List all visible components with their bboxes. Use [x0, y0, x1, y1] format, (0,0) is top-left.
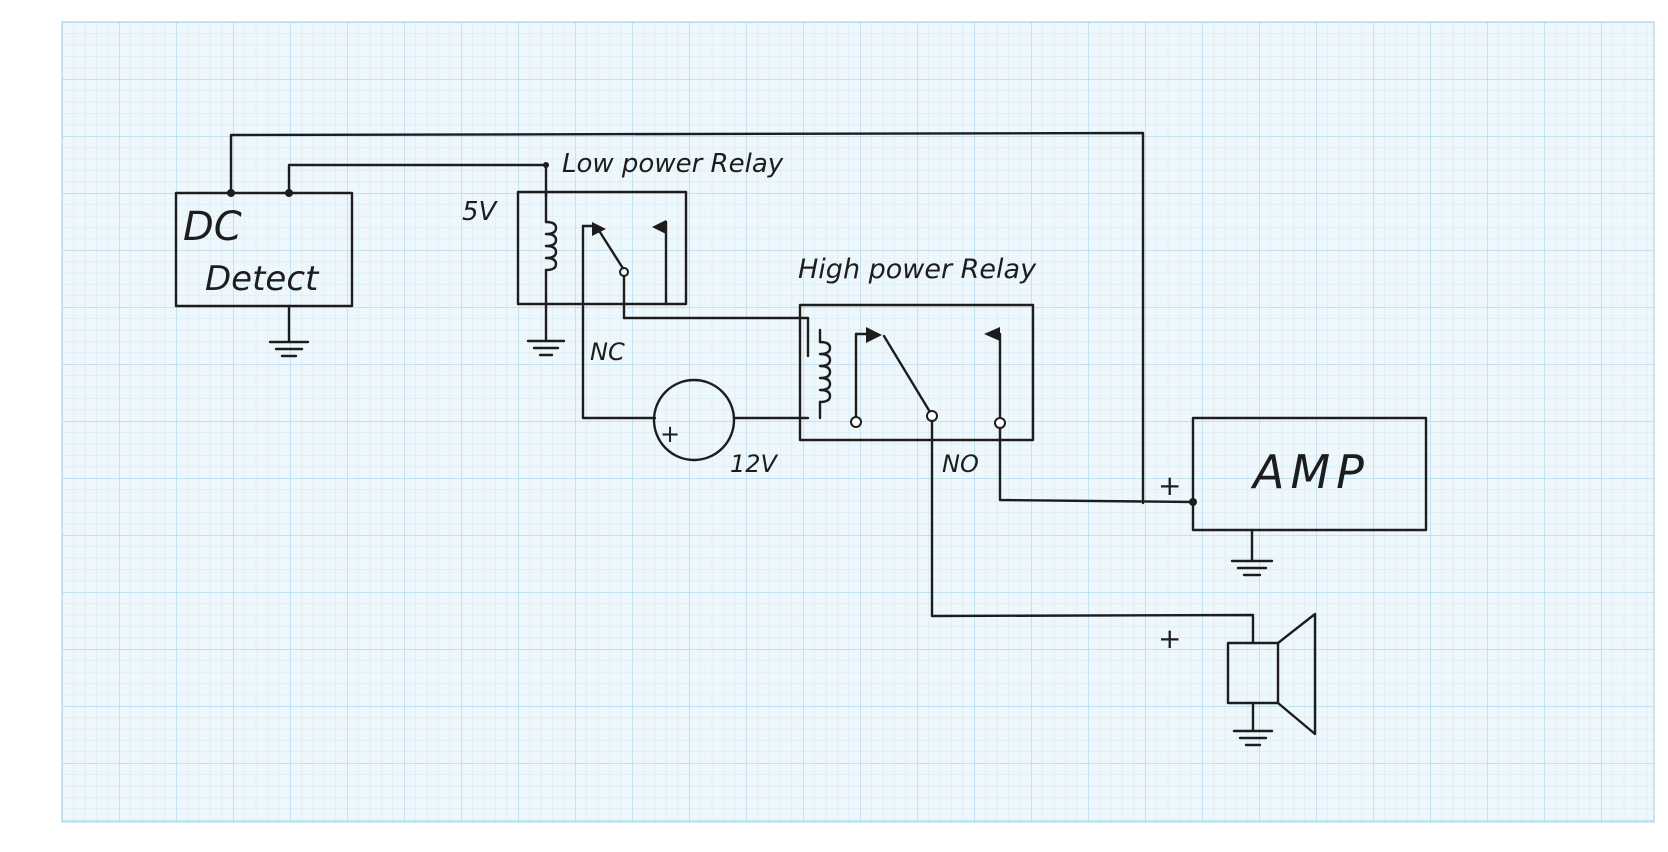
battery-voltage-label: 12V — [730, 450, 779, 478]
low-power-relay: Low power Relay 5V — [462, 149, 784, 343]
no-contact-label: NO — [942, 450, 979, 478]
speaker-icon — [1226, 612, 1317, 736]
low-relay-voltage-label: 5V — [462, 197, 499, 227]
speaker-plus-label: + — [1158, 622, 1181, 655]
speaker-ground-icon — [1232, 729, 1274, 747]
low-power-relay-label: Low power Relay — [562, 149, 784, 179]
amp-ground-icon — [1230, 528, 1274, 577]
low-relay-ground-icon — [526, 339, 566, 357]
dc-detect-block: DC Detect — [174, 191, 354, 308]
nc-contact-label: NC — [590, 338, 625, 366]
dc-detect-ground-icon — [268, 304, 310, 358]
amp-label: AMP — [1250, 445, 1370, 499]
battery-plus-label: + — [660, 420, 680, 448]
wire-high-relay-to-speaker — [930, 419, 1255, 645]
amp-block: AMP + — [1158, 416, 1428, 532]
dc-detect-label-line2: Detect — [205, 259, 320, 299]
low-relay-coil-icon — [544, 190, 558, 343]
high-relay-nc-contact-arrow-icon — [866, 327, 882, 343]
wire-dc-detect-to-low-relay-coil — [285, 162, 549, 198]
low-relay-no-contact-arrow-icon — [652, 220, 666, 234]
high-relay-coil-icon — [818, 328, 832, 420]
wire-dc-detect-to-amp — [227, 131, 1145, 505]
amp-plus-label: + — [1158, 469, 1181, 502]
high-power-relay-label: High power Relay — [798, 254, 1037, 285]
wire-low-relay-nc-loop — [581, 310, 810, 420]
high-power-relay: High power Relay — [798, 254, 1037, 442]
battery-12v-icon: + — [652, 378, 736, 462]
dc-detect-label-line1: DC — [183, 204, 242, 250]
high-relay-no-contact-arrow-icon — [984, 327, 1000, 341]
